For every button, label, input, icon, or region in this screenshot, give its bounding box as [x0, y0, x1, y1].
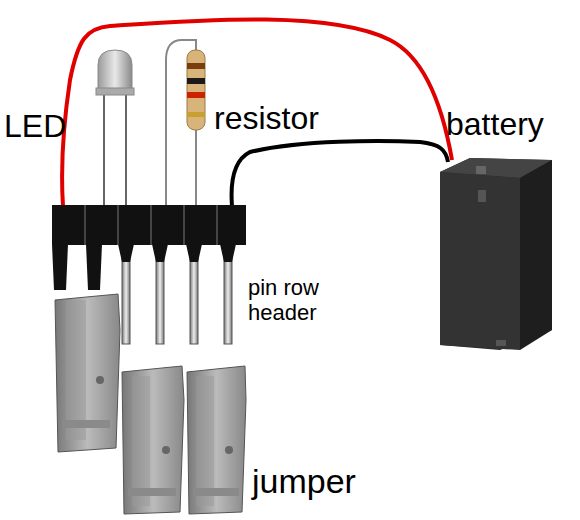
resistor-label: resistor: [214, 100, 319, 137]
led-symbol: [96, 50, 134, 206]
black-wire: [232, 141, 448, 206]
jumper-label: jumper: [252, 462, 356, 501]
led-label: LED: [4, 108, 66, 145]
jumper-2: [122, 366, 184, 514]
header-label: pin row header: [248, 275, 358, 326]
battery-label: battery: [446, 106, 544, 143]
resistor-symbol: [166, 40, 205, 206]
pin-row-header: [52, 205, 246, 245]
battery-holder: [440, 158, 552, 350]
jumper-3: [187, 366, 246, 514]
jumper-1: [55, 294, 120, 452]
red-wire: [62, 19, 452, 206]
